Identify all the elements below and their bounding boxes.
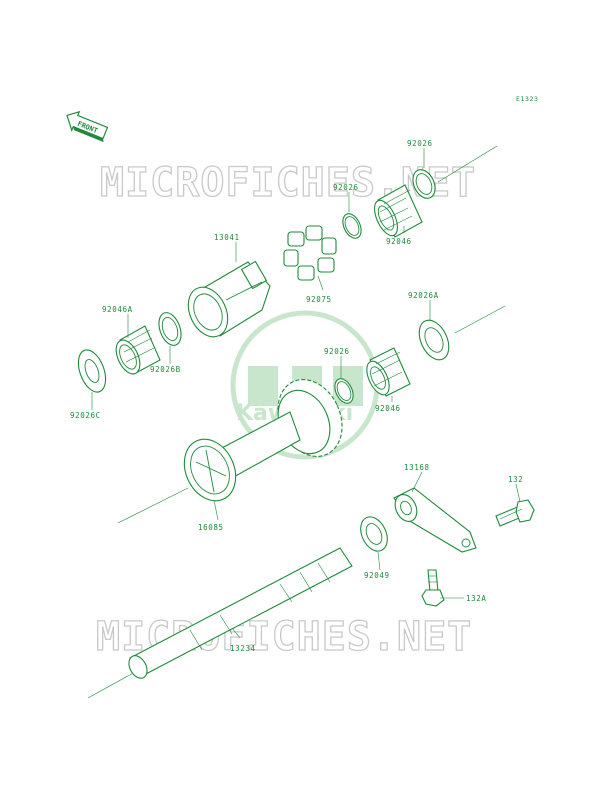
washer-92026C xyxy=(77,349,107,393)
gear-16085 xyxy=(183,379,343,502)
ring-92026-lower xyxy=(334,378,354,404)
axis-lines xyxy=(87,145,506,699)
label-92046A: 92046A xyxy=(102,305,133,314)
label-92046-lower: 92046 xyxy=(375,404,401,413)
label-92046-top: 92046 xyxy=(386,237,412,246)
label-132A: 132A xyxy=(466,594,486,603)
washer-92026B xyxy=(158,312,182,346)
bolt-132A xyxy=(421,569,445,607)
shaft-13234 xyxy=(128,547,353,679)
bolt-132 xyxy=(495,499,535,527)
label-92026A: 92026A xyxy=(408,291,439,300)
label-92075: 92075 xyxy=(306,295,332,304)
needle-bearing-92046-lower xyxy=(366,347,411,397)
front-arrow-icon: FRONT xyxy=(66,110,109,143)
damper-92075 xyxy=(283,225,337,281)
label-92026-top: 92026 xyxy=(407,139,433,148)
hub-13041 xyxy=(187,260,271,338)
label-13168: 13168 xyxy=(404,463,430,472)
label-92049: 92049 xyxy=(364,571,390,580)
label-92026C: 92026C xyxy=(70,411,101,420)
leader-lines xyxy=(91,148,521,639)
label-92026-mid: 92026 xyxy=(333,183,359,192)
label-13234: 13234 xyxy=(230,644,256,653)
diagram-code: E1323 xyxy=(516,95,539,103)
label-16085: 16085 xyxy=(198,523,224,532)
label-132: 132 xyxy=(508,475,523,484)
needle-bearing-92046A xyxy=(115,325,161,375)
arm-13168 xyxy=(393,487,477,553)
ring-92026-mid xyxy=(342,213,362,239)
washer-92026A xyxy=(418,319,450,361)
needle-bearing-92046-top xyxy=(374,184,423,238)
label-13041: 13041 xyxy=(214,233,240,242)
part-labels: 92026 92026 92046 13041 92075 92046A 920… xyxy=(70,139,523,653)
ring-92026-top xyxy=(412,169,436,199)
label-92026B: 92026B xyxy=(150,365,181,374)
bearing-92049 xyxy=(360,516,388,552)
label-92026-lower: 92026 xyxy=(324,347,350,356)
